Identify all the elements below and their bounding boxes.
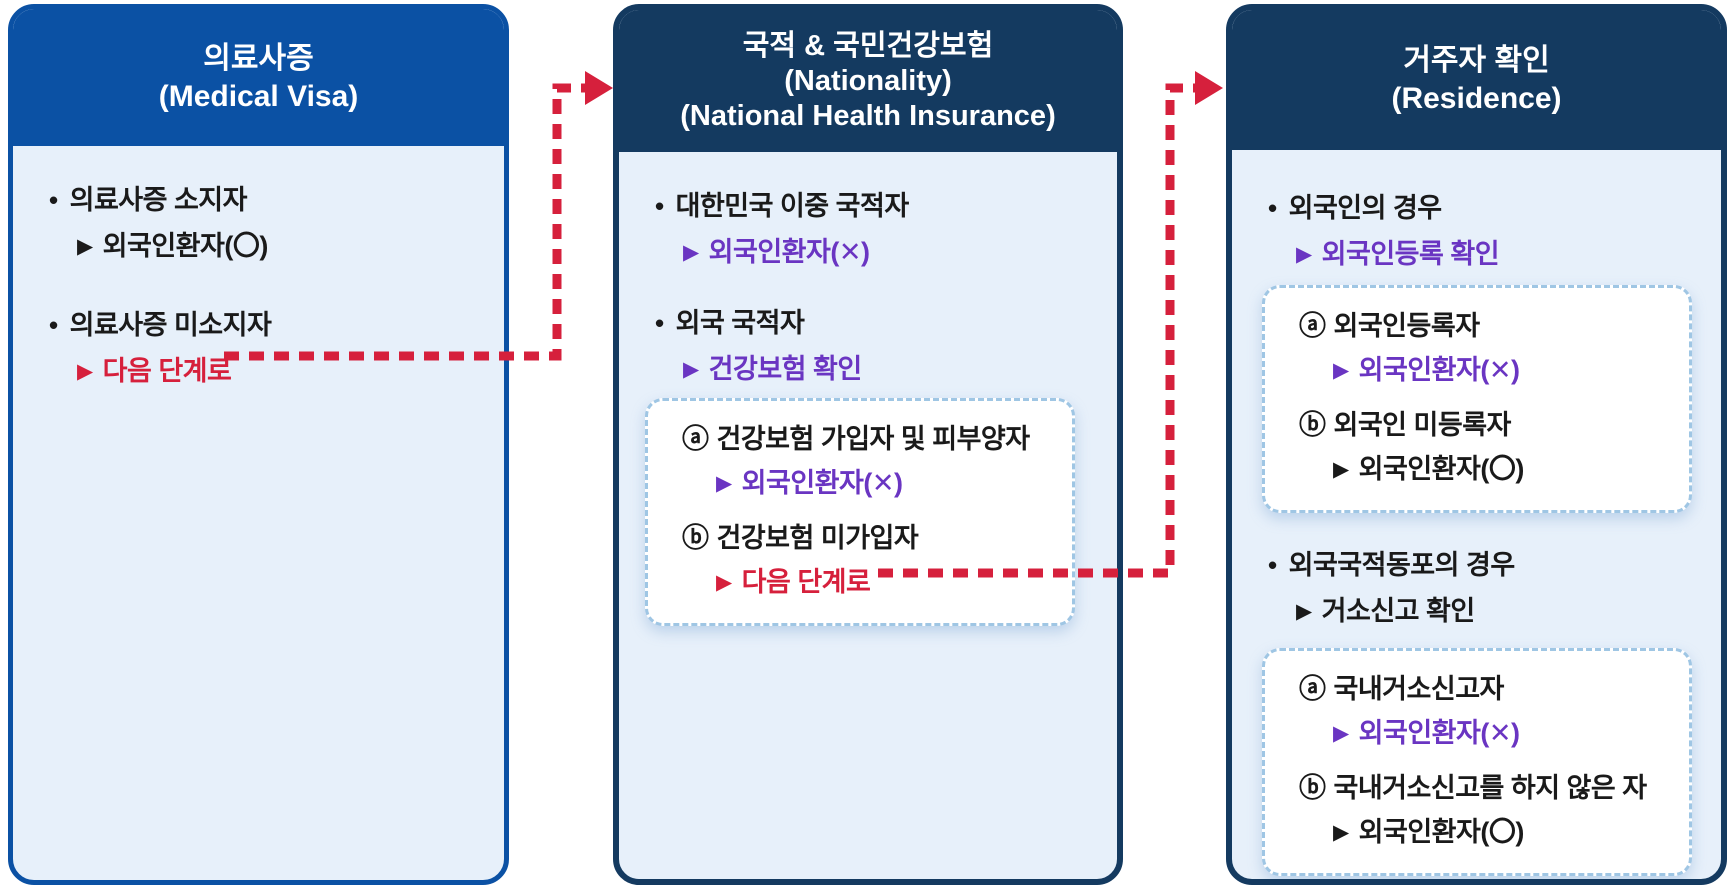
panel-residence-body: • 외국인의 경우 ▶ 외국인등록 확인 ⓐ 외국인등록자 ▶ 외국인환자(✕)… (1232, 150, 1721, 876)
result-text: 외국인환자(〇) (1358, 817, 1525, 847)
arrow-right-icon: ▶ (683, 241, 699, 264)
panel-title-line: 거주자 확인 (1403, 44, 1550, 77)
circled-b-icon: ⓑ (1299, 410, 1326, 440)
arrow-right-icon: ▶ (1333, 722, 1349, 745)
bullet-icon: • (49, 310, 58, 340)
condition-item: • 외국인의 경우 (1232, 190, 1721, 226)
arrow-right-icon: ▶ (683, 358, 699, 381)
result-text: 외국인환자(✕) (708, 237, 870, 267)
circled-a-icon: ⓐ (1299, 674, 1326, 704)
result-text: 외국인환자(✕) (1358, 355, 1520, 385)
case-item: ⓐ 외국인등록자 (1299, 308, 1673, 344)
arrow-right-icon: ▶ (1333, 359, 1349, 382)
condition-text: 외국국적동포의 경우 (1288, 550, 1516, 580)
result-item: ▶ 외국인환자(✕) (619, 234, 1117, 273)
result-item: ▶ 외국인환자(✕) (1299, 352, 1673, 391)
result-item: ▶ 외국인환자(✕) (1299, 715, 1673, 754)
panel-nationality-header: 국적 & 국민건강보험 (Nationality) (National Heal… (619, 10, 1117, 152)
case-item: ⓑ 외국인 미등록자 (1299, 407, 1673, 443)
result-item-next-step: ▶ 다음 단계로 (682, 564, 1056, 603)
case-text: 외국인 미등록자 (1333, 410, 1512, 440)
result-item: ▶ 건강보험 확인 (619, 351, 1117, 390)
case-text: 건강보험 미가입자 (716, 523, 919, 553)
result-item: ▶ 외국인환자(✕) (682, 465, 1056, 504)
residence-report-detail-box: ⓐ 국내거소신고자 ▶ 외국인환자(✕) ⓑ 국내거소신고를 하지 않은 자 ▶… (1262, 648, 1692, 876)
condition-text: 외국 국적자 (675, 308, 805, 338)
arrow-right-icon: ▶ (1296, 600, 1312, 623)
bullet-icon: • (655, 308, 664, 338)
case-item: ⓑ 건강보험 미가입자 (682, 520, 1056, 556)
condition-item: • 대한민국 이중 국적자 (619, 188, 1117, 224)
case-text: 건강보험 가입자 및 피부양자 (716, 424, 1031, 454)
result-item-next-step: ▶ 다음 단계로 (13, 353, 504, 392)
condition-item: • 의료사증 소지자 (13, 182, 504, 218)
panel-title-line: (Medical Visa) (158, 79, 359, 113)
case-item: ⓐ 건강보험 가입자 및 피부양자 (682, 421, 1056, 457)
condition-item: • 외국 국적자 (619, 305, 1117, 341)
arrow-right-icon: ▶ (77, 360, 93, 383)
panel-residence-header: 거주자 확인 (Residence) (1232, 10, 1721, 150)
foreigner-registration-detail-box: ⓐ 외국인등록자 ▶ 외국인환자(✕) ⓑ 외국인 미등록자 ▶ 외국인환자(〇… (1262, 285, 1692, 513)
result-item: ▶ 거소신고 확인 (1232, 593, 1721, 632)
circled-a-icon: ⓐ (682, 424, 709, 454)
arrowhead-icon (585, 71, 613, 105)
result-text: 외국인환자(〇) (1358, 454, 1525, 484)
case-text: 국내거소신고자 (1333, 674, 1505, 704)
health-insurance-detail-box: ⓐ 건강보험 가입자 및 피부양자 ▶ 외국인환자(✕) ⓑ 건강보험 미가입자… (645, 398, 1075, 626)
panel-medical-visa-header: 의료사증 (Medical Visa) (13, 9, 504, 146)
bullet-icon: • (1268, 193, 1277, 223)
circled-b-icon: ⓑ (682, 523, 709, 553)
case-text: 외국인등록자 (1333, 311, 1481, 341)
condition-text: 외국인의 경우 (1288, 193, 1443, 223)
panel-nationality-health-insurance: 국적 & 국민건강보험 (Nationality) (National Heal… (613, 4, 1123, 885)
condition-text: 의료사증 소지자 (69, 185, 248, 215)
circled-b-icon: ⓑ (1299, 773, 1326, 803)
arrow-right-icon: ▶ (1296, 243, 1312, 266)
result-text: 다음 단계로 (102, 356, 232, 386)
panel-medical-visa: 의료사증 (Medical Visa) • 의료사증 소지자 ▶ 외국인환자(〇… (8, 4, 509, 885)
case-item: ⓐ 국내거소신고자 (1299, 671, 1673, 707)
case-item: ⓑ 국내거소신고를 하지 않은 자 (1299, 770, 1673, 806)
result-text: 외국인환자(〇) (102, 231, 269, 261)
arrow-right-icon: ▶ (716, 571, 732, 594)
arrow-right-icon: ▶ (1333, 821, 1349, 844)
panel-title-line: 국적 & 국민건강보험 (742, 29, 994, 62)
arrow-right-icon: ▶ (77, 235, 93, 258)
result-item: ▶ 외국인환자(〇) (1299, 814, 1673, 853)
bullet-icon: • (49, 185, 58, 215)
circled-a-icon: ⓐ (1299, 311, 1326, 341)
panel-residence: 거주자 확인 (Residence) • 외국인의 경우 ▶ 외국인등록 확인 … (1226, 4, 1727, 885)
panel-medical-visa-body: • 의료사증 소지자 ▶ 외국인환자(〇) • 의료사증 미소지자 ▶ 다음 단… (13, 146, 504, 392)
arrow-right-icon: ▶ (1333, 458, 1349, 481)
result-text: 외국인환자(✕) (1358, 718, 1520, 748)
panel-title-line: (Nationality) (784, 64, 952, 97)
bullet-icon: • (655, 191, 664, 221)
condition-text: 의료사증 미소지자 (69, 310, 272, 340)
result-item: ▶ 외국인환자(〇) (13, 228, 504, 267)
condition-text: 대한민국 이중 국적자 (675, 191, 910, 221)
result-item: ▶ 외국인등록 확인 (1232, 236, 1721, 275)
panel-title-line: 의료사증 (203, 41, 314, 75)
result-text: 외국인등록 확인 (1321, 239, 1500, 269)
condition-item: • 외국국적동포의 경우 (1232, 547, 1721, 583)
result-text: 다음 단계로 (741, 567, 871, 597)
result-item: ▶ 외국인환자(〇) (1299, 451, 1673, 490)
arrowhead-icon (1195, 71, 1223, 105)
arrow-right-icon: ▶ (716, 472, 732, 495)
case-text: 국내거소신고를 하지 않은 자 (1333, 773, 1648, 803)
bullet-icon: • (1268, 550, 1277, 580)
result-text: 건강보험 확인 (708, 354, 863, 384)
result-text: 외국인환자(✕) (741, 468, 903, 498)
panel-nationality-body: • 대한민국 이중 국적자 ▶ 외국인환자(✕) • 외국 국적자 ▶ 건강보험… (619, 152, 1117, 626)
panel-title-line: (National Health Insurance) (680, 99, 1056, 132)
condition-item: • 의료사증 미소지자 (13, 307, 504, 343)
result-text: 거소신고 확인 (1321, 596, 1476, 626)
panel-title-line: (Residence) (1391, 82, 1562, 115)
